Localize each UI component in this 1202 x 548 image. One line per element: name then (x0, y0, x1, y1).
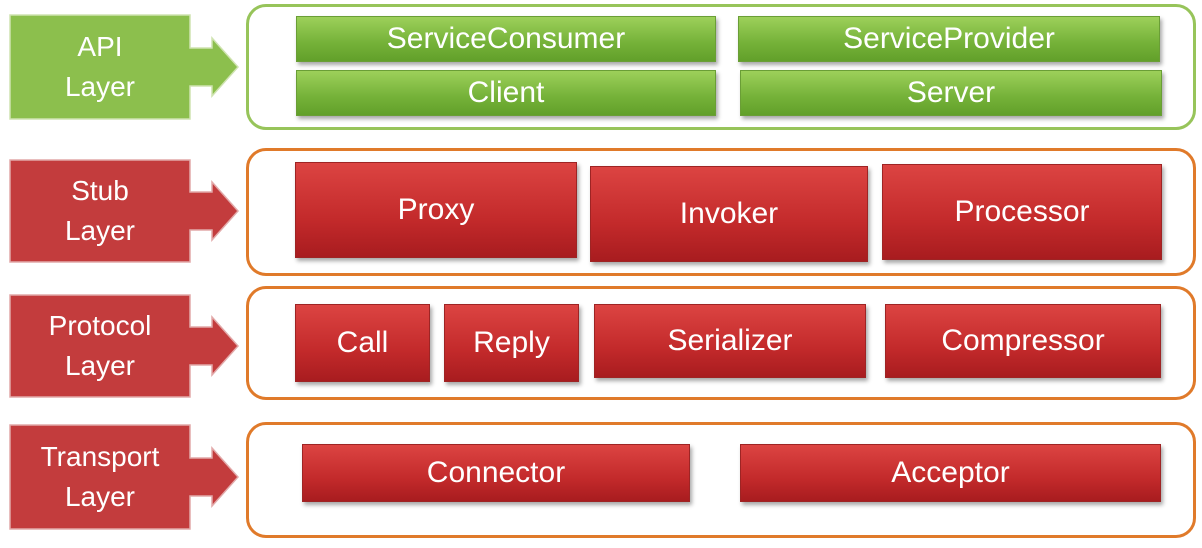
protocol-layer-arrow: Protocol Layer (0, 290, 240, 402)
transport-layer-arrow-shape (9, 424, 240, 530)
service-provider-box: ServiceProvider (738, 16, 1160, 62)
invoker-box: Invoker (590, 166, 868, 262)
api-layer-label: API Layer (10, 15, 190, 119)
client-box: Client (296, 70, 716, 116)
service-consumer-box: ServiceConsumer (296, 16, 716, 62)
protocol-layer-arrow-shape (9, 294, 240, 398)
transport-layer-label-line2: Layer (64, 481, 136, 512)
api-layer-label-line1: API (77, 31, 123, 62)
protocol-layer-label-line2: Layer (64, 350, 136, 381)
stub-layer-label-line1: Stub (71, 175, 129, 206)
protocol-layer-label: Protocol Layer (10, 295, 190, 397)
transport-layer-label-line1: Transport (40, 441, 160, 472)
proxy-box: Proxy (295, 162, 577, 258)
transport-layer-arrow: Transport Layer (0, 420, 240, 534)
reply-box: Reply (444, 304, 579, 382)
api-layer-arrow: API Layer (0, 10, 240, 124)
server-box: Server (740, 70, 1162, 116)
serializer-box: Serializer (594, 304, 866, 378)
stub-layer-arrow: Stub Layer (0, 155, 240, 267)
stub-layer-label-line2: Layer (64, 215, 136, 246)
compressor-box: Compressor (885, 304, 1161, 378)
transport-layer-label: Transport Layer (10, 425, 190, 529)
protocol-layer-label-line1: Protocol (48, 310, 152, 341)
api-layer-label-line2: Layer (64, 71, 136, 102)
acceptor-box: Acceptor (740, 444, 1161, 502)
api-layer-arrow-shape (9, 14, 240, 120)
connector-box: Connector (302, 444, 690, 502)
stub-layer-label: Stub Layer (10, 160, 190, 262)
call-box: Call (295, 304, 430, 382)
stub-layer-arrow-shape (9, 159, 240, 263)
processor-box: Processor (882, 164, 1162, 260)
